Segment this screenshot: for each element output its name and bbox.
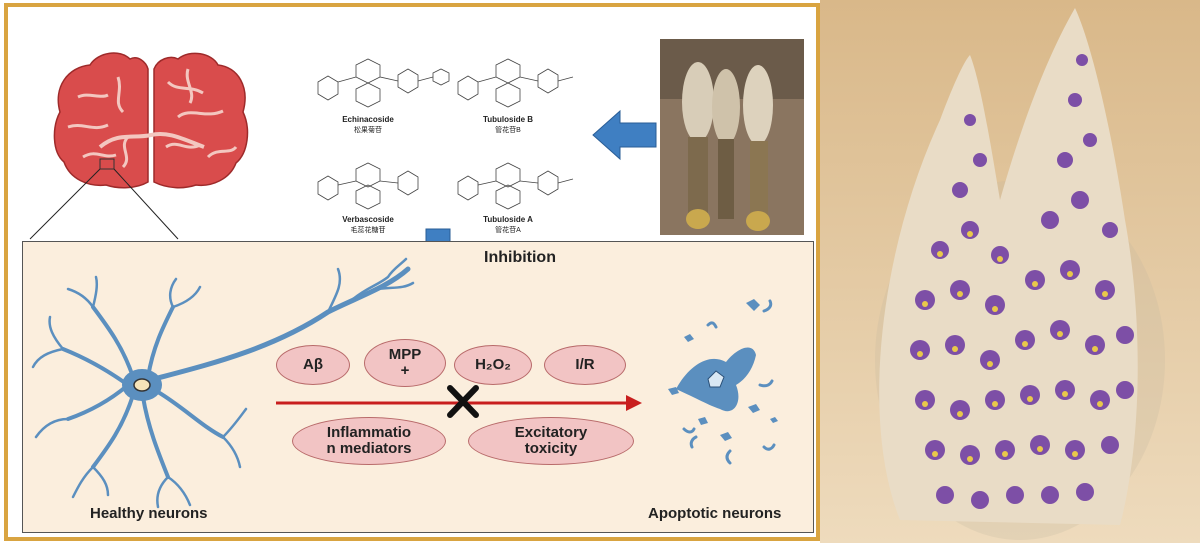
compound-cn: 管花苷B (495, 127, 521, 134)
diagram-graphics (29, 39, 804, 290)
factor-excitatory-line2: toxicity (524, 440, 578, 457)
factor-excitatory: Excitatory toxicity (468, 417, 634, 465)
brain-illustration (53, 52, 249, 189)
block-x-icon (447, 385, 479, 418)
compound-name: Tubuloside A (483, 215, 533, 224)
diagram-panel: Echinacoside 松果菊苷 Tubuloside B 管花苷B Verb… (4, 3, 820, 541)
compound-name: Echinacoside (342, 115, 394, 124)
factor-inflammation-line1: Inflammatio (326, 424, 412, 442)
factor-mpp-line2: + (400, 362, 410, 379)
factor-abeta: Aβ (276, 345, 350, 385)
plant-photo (660, 39, 804, 235)
factor-inflammation: Inflammatio n mediators (292, 417, 446, 465)
healthy-neurons-label: Healthy neurons (90, 505, 208, 522)
compound-cn: 管花苷A (495, 227, 521, 234)
compound-cn: 松果菊苷 (354, 127, 382, 134)
apoptotic-neuron (668, 299, 778, 465)
compound-cn: 毛蕊花糖苷 (350, 227, 386, 234)
neuron-graphics (31, 257, 778, 509)
factor-h2o2: H₂O₂ (454, 345, 532, 385)
factor-inflammation-line2: n mediators (326, 440, 412, 457)
factor-excitatory-line1: Excitatory (514, 424, 588, 442)
arrow-left-icon (592, 109, 657, 161)
compound-name: Verbascoside (342, 215, 394, 224)
inhibition-label: Inhibition (484, 249, 556, 266)
factor-ir: I/R (544, 345, 626, 385)
factor-mpp-line1: MPP (388, 346, 422, 364)
factor-mpp: MPP + (364, 339, 446, 387)
compound-name: Tubuloside B (482, 115, 534, 124)
cistanche-photo (820, 0, 1200, 543)
chemical-structures (317, 58, 574, 210)
apoptotic-neurons-label: Apoptotic neurons (648, 505, 782, 522)
healthy-neuron (31, 257, 415, 509)
